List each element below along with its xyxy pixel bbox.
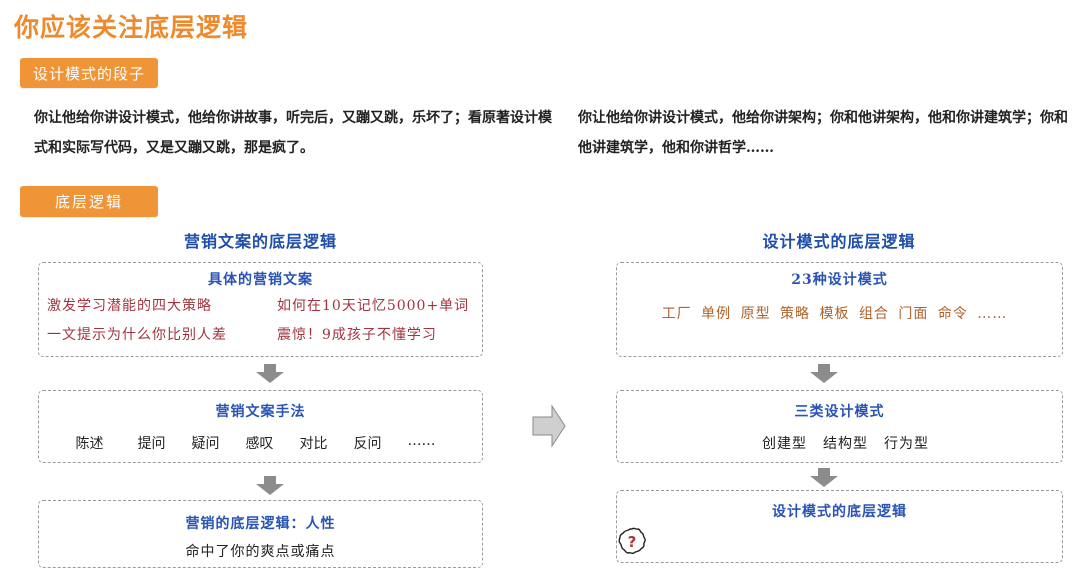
copy-techniques-box: 营销文案手法 陈述 提问 疑问 感叹 对比 反问 …… [38, 390, 483, 463]
copy-techniques-title: 营销文案手法 [215, 404, 306, 420]
down-arrow-icon [810, 468, 838, 487]
down-arrow-icon [256, 476, 284, 495]
down-arrow-icon [810, 364, 838, 383]
joke-paragraph-left: 你让他给你讲设计模式，他给你讲故事，听完后，又蹦又跳，乐坏了；看原著设计模式和实… [34, 110, 552, 156]
category-item: 行为型 [884, 436, 929, 452]
concrete-copy-title: 具体的营销文案 [208, 272, 313, 288]
design-pattern-core-box: 设计模式的底层逻辑 ? [616, 490, 1063, 563]
category-item: 结构型 [823, 436, 868, 452]
pattern-list: 工厂 单例 原型 策略 模板 组合 门面 命令 …… [661, 306, 1008, 322]
marketing-core-box: 营销的底层逻辑：人性 命中了你的爽点或痛点 [38, 500, 483, 568]
copy-example: 如何在10天记忆5000+单词 [277, 298, 470, 314]
svg-text:?: ? [628, 533, 637, 551]
copy-example: 一文提示为什么你比别人差 [47, 327, 227, 343]
patterns-23-box: 23种设计模式 工厂 单例 原型 策略 模板 组合 门面 命令 …… [616, 262, 1063, 357]
concrete-copy-box: 具体的营销文案 激发学习潜能的四大策略 如何在10天记忆5000+单词 一文提示… [38, 262, 483, 357]
pattern-categories-title: 三类设计模式 [794, 404, 885, 420]
marketing-logic-title: 营销文案的底层逻辑 [183, 232, 337, 251]
joke-paragraph-right: 你让他给你讲设计模式，他给你讲架构；你和他讲架构，他和你讲建筑学；你和他讲建筑学… [578, 110, 1068, 156]
technique-item: 反问 [353, 436, 382, 452]
copy-example: 震惊！9成孩子不懂学习 [277, 327, 437, 343]
page-title: 你应该关注底层逻辑 [14, 13, 249, 42]
patterns-23-title: 23种设计模式 [791, 272, 888, 288]
section-tag-logic: 底层逻辑 [20, 186, 158, 217]
technique-list: 陈述 提问 疑问 感叹 对比 反问 …… [39, 433, 482, 453]
technique-item: 提问 [137, 436, 166, 452]
technique-item: 对比 [299, 436, 328, 452]
technique-item: 疑问 [191, 436, 220, 452]
design-pattern-core-title: 设计模式的底层逻辑 [772, 504, 907, 520]
down-arrow-icon [256, 364, 284, 383]
section-tag-joke: 设计模式的段子 [20, 58, 158, 88]
category-list: 创建型 结构型 行为型 [617, 433, 1062, 453]
pattern-categories-box: 三类设计模式 创建型 结构型 行为型 [616, 390, 1063, 463]
design-pattern-logic-title: 设计模式的底层逻辑 [762, 232, 916, 251]
question-mark-badge-icon: ? [618, 527, 646, 554]
marketing-core-subtitle: 命中了你的爽点或痛点 [185, 544, 336, 560]
marketing-core-title: 营销的底层逻辑：人性 [185, 516, 336, 532]
category-item: 创建型 [762, 436, 807, 452]
technique-item: …… [407, 433, 436, 449]
technique-item: 感叹 [245, 436, 274, 452]
right-arrow-icon [532, 404, 566, 448]
technique-item: 陈述 [75, 436, 104, 452]
copy-example: 激发学习潜能的四大策略 [47, 298, 212, 314]
copy-examples: 激发学习潜能的四大策略 如何在10天记忆5000+单词 一文提示为什么你比别人差… [47, 295, 482, 344]
